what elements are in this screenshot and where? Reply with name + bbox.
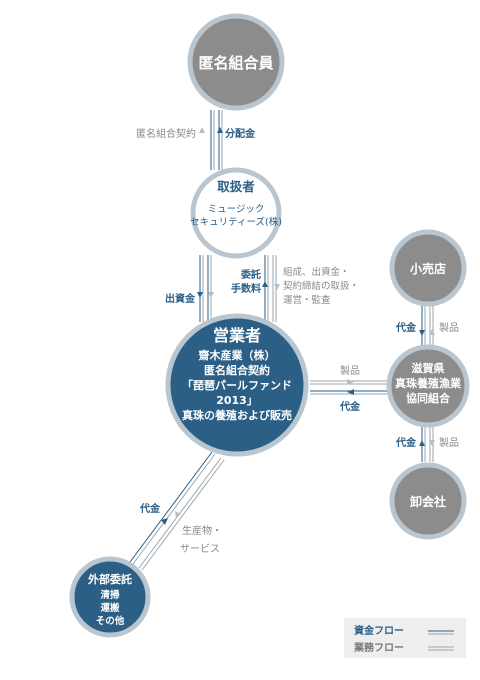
outsource-line1: 外部委託 [87,572,132,586]
coop-line1: 滋賀県 [412,361,445,375]
label-product-coop: 製品 [340,364,360,377]
label-price-coop: 代金 [339,400,361,413]
legend-money-label: 資金フロー [354,624,404,637]
node-investor: 匿名組合員 [187,13,285,111]
operator-line4: 2013」 [216,394,258,407]
arrow-diagonal-icon [175,511,181,518]
label-product-retail: 製品 [439,321,459,334]
node-retail: 小売店 [389,229,467,307]
outsource-line2: 清掃 [100,589,120,601]
node-wholesale: 卸会社 [389,462,467,540]
coop-line2: 真珠養殖漁業 [395,376,462,390]
handler-name-line2: セキュリティーズ(株) [190,216,282,228]
flow-arrows [161,127,435,525]
label-price-wholesale: 代金 [395,436,417,449]
node-handler: 取扱者 ミュージック セキュリティーズ(株) [190,167,282,259]
label-contract: 匿名組合契約 [136,127,196,140]
label-investment: 出資金 [165,292,196,305]
node-outsource: 外部委託 清掃 運搬 その他 [69,556,151,638]
arrow-up-icon [199,127,205,133]
arrow-down-icon [419,330,425,336]
outsource-line4: その他 [96,615,125,627]
arrow-diagonal-icon [161,518,168,525]
label-fee-line1: 委託 [240,268,261,281]
outsource-line3: 運搬 [100,602,120,614]
legend-box [344,618,466,658]
operator-line5: 真珠の養殖および販売 [182,408,292,422]
legend: 資金フロー 業務フロー [344,618,466,658]
arrow-left-icon [347,389,354,395]
label-duties-line1: 組成、出資金・ [283,266,350,278]
arrow-down-icon [429,440,435,446]
operator-line1: 齋木産業（株） [198,348,276,362]
handler-name-line1: ミュージック [208,204,265,215]
label-goods-line2: サービス [180,543,220,555]
label-product-wholesale: 製品 [439,436,459,449]
operator-line3: 「琵琶パールファンド [182,378,292,392]
label-goods-line1: 生産物・ [182,524,222,537]
arrow-right-icon [347,379,354,385]
legend-business-label: 業務フロー [353,641,404,654]
label-fee-line2: 手数料 [231,282,261,295]
arrow-up-icon [217,127,223,133]
wholesale-label: 卸会社 [410,494,446,509]
retail-label: 小売店 [410,261,446,276]
label-duties-line3: 運営・監査 [283,294,331,306]
operator-line2: 匿名組合契約 [204,363,270,377]
arrow-up-icon [262,281,268,287]
operator-title: 営業者 [213,326,261,345]
node-operator: 営業者 齋木産業（株） 匿名組合契約 「琵琶パールファンド 2013」 真珠の養… [165,313,309,457]
label-price-outsource: 代金 [139,502,161,515]
investor-label: 匿名組合員 [198,54,273,72]
coop-line3: 協同組合 [406,391,451,405]
label-duties-line2: 契約締結の取扱・ [283,280,359,292]
arrow-down-icon [274,284,280,290]
arrow-up-icon [419,440,425,446]
arrow-down-icon [197,292,203,298]
arrow-down-icon [208,292,214,298]
flow-labels: 匿名組合契約 分配金 出資金 委託 手数料 組成、出資金・ 契約締結の取扱・ 運… [136,127,459,555]
node-coop: 滋賀県 真珠養殖漁業 協同組合 [386,344,470,428]
label-price-retail: 代金 [395,321,417,334]
handler-title: 取扱者 [217,179,255,194]
label-dividend: 分配金 [225,127,256,140]
arrow-up-icon [429,329,435,335]
